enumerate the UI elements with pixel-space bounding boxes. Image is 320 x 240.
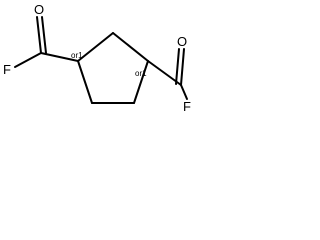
right-fluorine-atom: F (183, 99, 191, 114)
left-carbonyl-double-bond-b (41, 16, 47, 54)
ring-bond-upper-right (112, 32, 149, 62)
right-carbonyl-double-bond-a (180, 48, 185, 86)
right-carbon-fluorine-bond (180, 84, 188, 100)
left-carbonyl-double-bond-a (36, 16, 42, 54)
cyclopentane-ring (77, 32, 149, 104)
right-acyl-fluoride-group: O F or1 (135, 34, 191, 114)
right-oxygen-atom: O (177, 34, 187, 49)
ring-bond-lower-right (133, 60, 149, 104)
molecule-structure: O F or1 O F or1 (3, 2, 191, 114)
left-fluorine-atom: F (3, 62, 11, 77)
right-stereo-label: or1 (135, 69, 147, 78)
left-oxygen-atom: O (34, 2, 44, 17)
left-stereo-label: or1 (71, 51, 83, 60)
ring-bond-top (77, 32, 114, 62)
left-acyl-fluoride-group: O F or1 (3, 2, 83, 77)
left-carbon-fluorine-bond (14, 52, 42, 68)
ring-bond-lower-left (77, 60, 93, 104)
right-carbonyl-double-bond-b (175, 48, 180, 85)
left-ring-carbonyl-bond (40, 52, 79, 62)
